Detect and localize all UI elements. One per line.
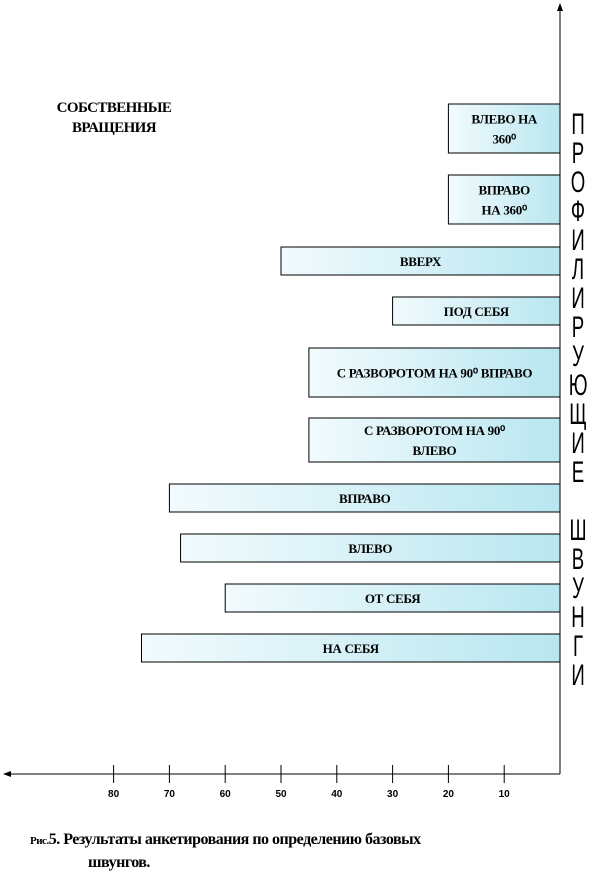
bar-5: [308, 347, 561, 398]
bar-label-7: ВПРАВО: [339, 491, 391, 506]
bar-label-3: ВВЕРХ: [400, 254, 442, 269]
vertical-label-char: И: [571, 659, 585, 692]
caption-text-line1: 5. Результаты анкетирования по определен…: [48, 831, 421, 848]
x-tick-label-70: 70: [164, 789, 176, 800]
vertical-label-char: Е: [571, 456, 585, 489]
figure-caption: Рис.5. Результаты анкетирования по опред…: [30, 829, 550, 873]
caption-text-line2: швунгов.: [88, 854, 150, 871]
vertical-label-char: [569, 487, 588, 516]
x-axis-arrow: [3, 771, 11, 777]
x-tick-label-80: 80: [108, 789, 120, 800]
vertical-label-char: И: [571, 282, 585, 315]
bar-10: [141, 633, 561, 663]
bar-label-10: НА СЕБЯ: [323, 641, 380, 656]
bar-9: [224, 583, 561, 613]
vertical-label-char: Р: [571, 311, 585, 344]
vertical-label-char: У: [572, 572, 584, 605]
bar-1: [447, 103, 561, 154]
bar-3: [280, 246, 561, 276]
vertical-label-char: П: [571, 108, 585, 141]
vertical-label-char: Р: [571, 137, 585, 170]
x-tick-label-50: 50: [275, 789, 287, 800]
x-tick-label-60: 60: [220, 789, 232, 800]
x-tick-label-40: 40: [331, 789, 343, 800]
vertical-label-char: Г: [572, 630, 584, 663]
vertical-label-char: Н: [571, 601, 585, 634]
bar-label-9: ОТ СЕБЯ: [365, 591, 421, 606]
bar-label-8: ВЛЕВО: [348, 541, 392, 556]
bar-6: [308, 417, 561, 463]
vertical-label-char: И: [571, 427, 585, 460]
x-tick-label-30: 30: [387, 789, 399, 800]
vertical-label-char: В: [571, 543, 585, 576]
x-tick-label-10: 10: [499, 789, 511, 800]
vertical-label-char: И: [571, 224, 585, 257]
bar-7: [168, 483, 561, 513]
vertical-label-char: Л: [571, 253, 585, 286]
y-axis-arrow: [557, 3, 563, 11]
vertical-label-char: Ф: [570, 195, 586, 228]
bar-label-4: ПОД СЕБЯ: [444, 304, 510, 319]
caption-label: Рис.: [30, 835, 49, 847]
vertical-label-char: Щ: [569, 398, 587, 431]
vertical-label-char: У: [572, 340, 584, 373]
vertical-label-char: Ш: [569, 514, 587, 547]
bar-label-5: С РАЗВОРОТОМ НА 90⁰ ВПРАВО: [337, 366, 533, 381]
x-tick-label-20: 20: [443, 789, 455, 800]
vertical-label-char: О: [570, 166, 586, 199]
vertical-label-char: Ю: [568, 369, 588, 402]
group-title: СОБСТВЕННЫЕ ВРАЩЕНИЯ: [56, 100, 172, 136]
